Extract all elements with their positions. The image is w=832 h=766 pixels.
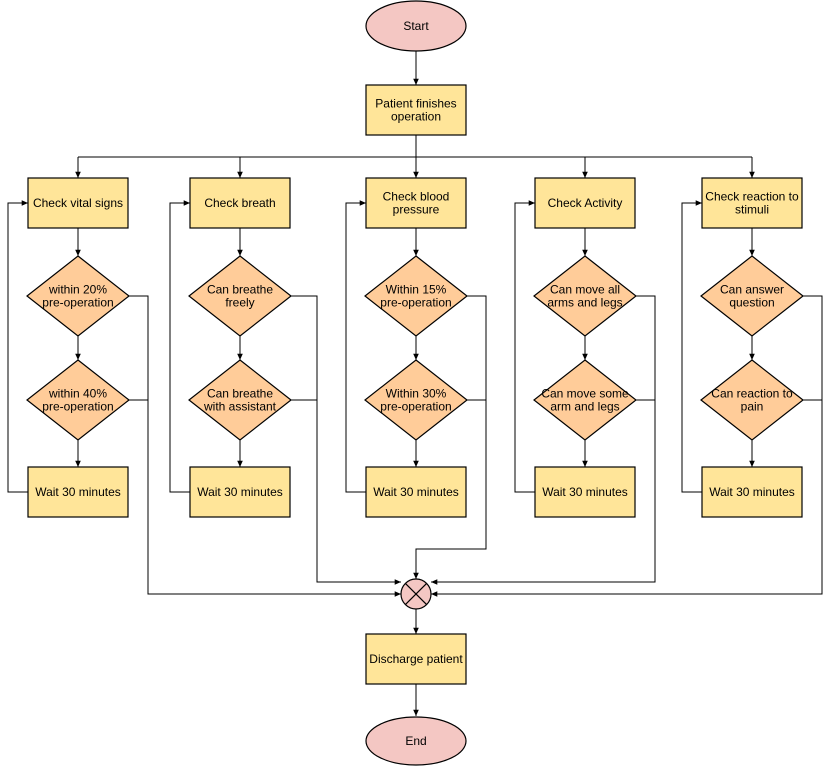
edge-decision1-to-merge-3 bbox=[431, 295, 656, 585]
wait-label-0: Wait 30 minutes bbox=[35, 485, 121, 499]
decision2-diamond-0 bbox=[26, 359, 130, 441]
decision2-diamond-1 bbox=[188, 359, 292, 441]
decision1-label-0: within 20%pre-operation bbox=[42, 283, 113, 310]
decision1-diamond-0 bbox=[26, 255, 130, 337]
edge-wait-loop-4 bbox=[681, 200, 702, 493]
check-box-4 bbox=[701, 177, 803, 229]
decision2-label-2: Within 30%pre-operation bbox=[380, 387, 451, 414]
edge-decision1-to-merge-1 bbox=[291, 295, 401, 585]
check-box-2 bbox=[365, 177, 467, 229]
decision2-label-0: within 40%pre-operation bbox=[42, 387, 113, 414]
check-label-3: Check Activity bbox=[548, 196, 623, 210]
edge-decision1-to-merge-2 bbox=[413, 295, 487, 579]
decision2-diamond-2 bbox=[364, 359, 468, 441]
decision1-diamond-4 bbox=[700, 255, 804, 337]
check-box-3 bbox=[534, 177, 636, 229]
check-label-1: Check breath bbox=[204, 196, 275, 210]
wait-label-3: Wait 30 minutes bbox=[542, 485, 628, 499]
end-label: End bbox=[405, 734, 426, 748]
wait-box-1 bbox=[189, 466, 291, 518]
decision2-diamond-3 bbox=[533, 359, 637, 441]
decision2-diamond-4 bbox=[700, 359, 804, 441]
connector-lines bbox=[7, 51, 823, 716]
edge-wait-loop-0 bbox=[7, 200, 28, 493]
check-label-0: Check vital signs bbox=[33, 196, 123, 210]
wait-label-1: Wait 30 minutes bbox=[197, 485, 283, 499]
wait-label-2: Wait 30 minutes bbox=[373, 485, 459, 499]
decision1-diamond-3 bbox=[533, 255, 637, 337]
wait-box-2 bbox=[365, 466, 467, 518]
discharge-label: Discharge patient bbox=[369, 652, 463, 666]
decision1-label-2: Within 15%pre-operation bbox=[380, 283, 451, 310]
start-label: Start bbox=[403, 19, 429, 33]
discharge-patient-box bbox=[365, 633, 467, 685]
check-box-0 bbox=[27, 177, 129, 229]
merge-cross-b bbox=[404, 582, 428, 606]
wait-box-4 bbox=[701, 466, 803, 518]
wait-box-0 bbox=[27, 466, 129, 518]
decision1-diamond-2 bbox=[364, 255, 468, 337]
wait-box-3 bbox=[534, 466, 636, 518]
edge-decision1-to-merge-0 bbox=[129, 295, 401, 597]
edge-wait-loop-3 bbox=[514, 200, 535, 493]
start-terminal bbox=[365, 0, 467, 52]
check-box-1 bbox=[189, 177, 291, 229]
end-terminal bbox=[365, 716, 467, 766]
edge-wait-loop-1 bbox=[169, 200, 190, 493]
patient-finishes-operation-box bbox=[365, 84, 467, 136]
edge-decision1-to-merge-4 bbox=[431, 295, 823, 597]
edge-wait-loop-2 bbox=[345, 200, 366, 493]
wait-label-4: Wait 30 minutes bbox=[709, 485, 795, 499]
decision1-diamond-1 bbox=[188, 255, 292, 337]
